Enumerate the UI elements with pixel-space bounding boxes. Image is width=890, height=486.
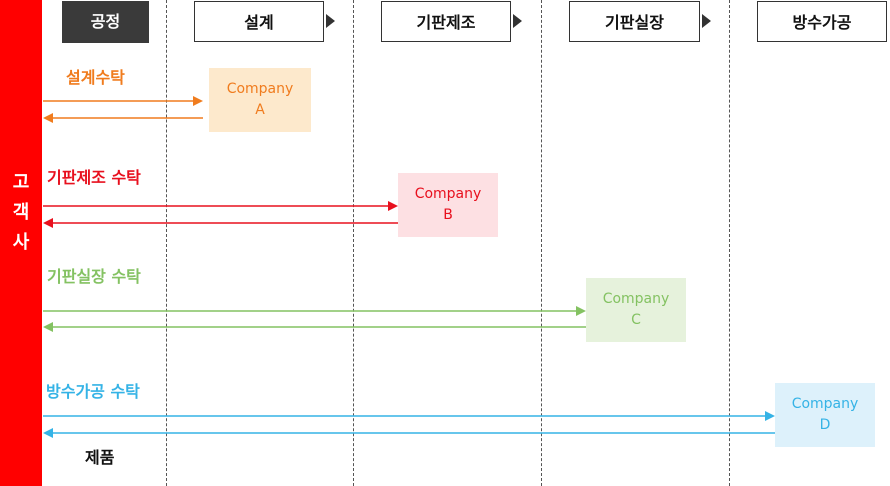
customer-char: 객 (12, 202, 30, 223)
flow-label-waterproofing: 방수가공 수탁 (46, 382, 140, 401)
customer-char: 고 (12, 172, 30, 193)
product-label: 제품 (85, 448, 115, 467)
stage-arrow-icon (702, 14, 711, 28)
flow-label-pcb-manufacturing: 기판제조 수탁 (47, 168, 141, 187)
lane-divider (729, 0, 730, 486)
customer-label: 고 객 사 (0, 168, 42, 258)
arrow-to-company-b (43, 201, 398, 211)
stage-header-design: 설계 (194, 1, 324, 42)
stage-header-pcb-assembly: 기판실장 (569, 1, 700, 42)
process-header: 공정 (62, 1, 149, 43)
stage-header-waterproofing: 방수가공 (757, 1, 887, 42)
stage-arrow-icon (326, 14, 335, 28)
lane-divider (166, 0, 167, 486)
arrow-from-company-a (43, 113, 203, 123)
stage-header-pcb-manufacturing: 기판제조 (381, 1, 511, 42)
arrow-from-company-d (43, 428, 775, 438)
arrow-to-company-d (43, 411, 775, 421)
customer-char: 사 (12, 232, 30, 253)
stage-arrow-icon (513, 14, 522, 28)
lane-divider (541, 0, 542, 486)
lane-divider (353, 0, 354, 486)
arrow-from-company-c (43, 322, 586, 332)
customer-bar (0, 0, 42, 486)
flow-label-design: 설계수탁 (66, 68, 125, 87)
arrow-to-company-c (43, 306, 586, 316)
arrow-from-company-b (43, 218, 398, 228)
flow-label-pcb-assembly: 기판실장 수탁 (47, 267, 141, 286)
arrow-to-company-a (43, 96, 203, 106)
